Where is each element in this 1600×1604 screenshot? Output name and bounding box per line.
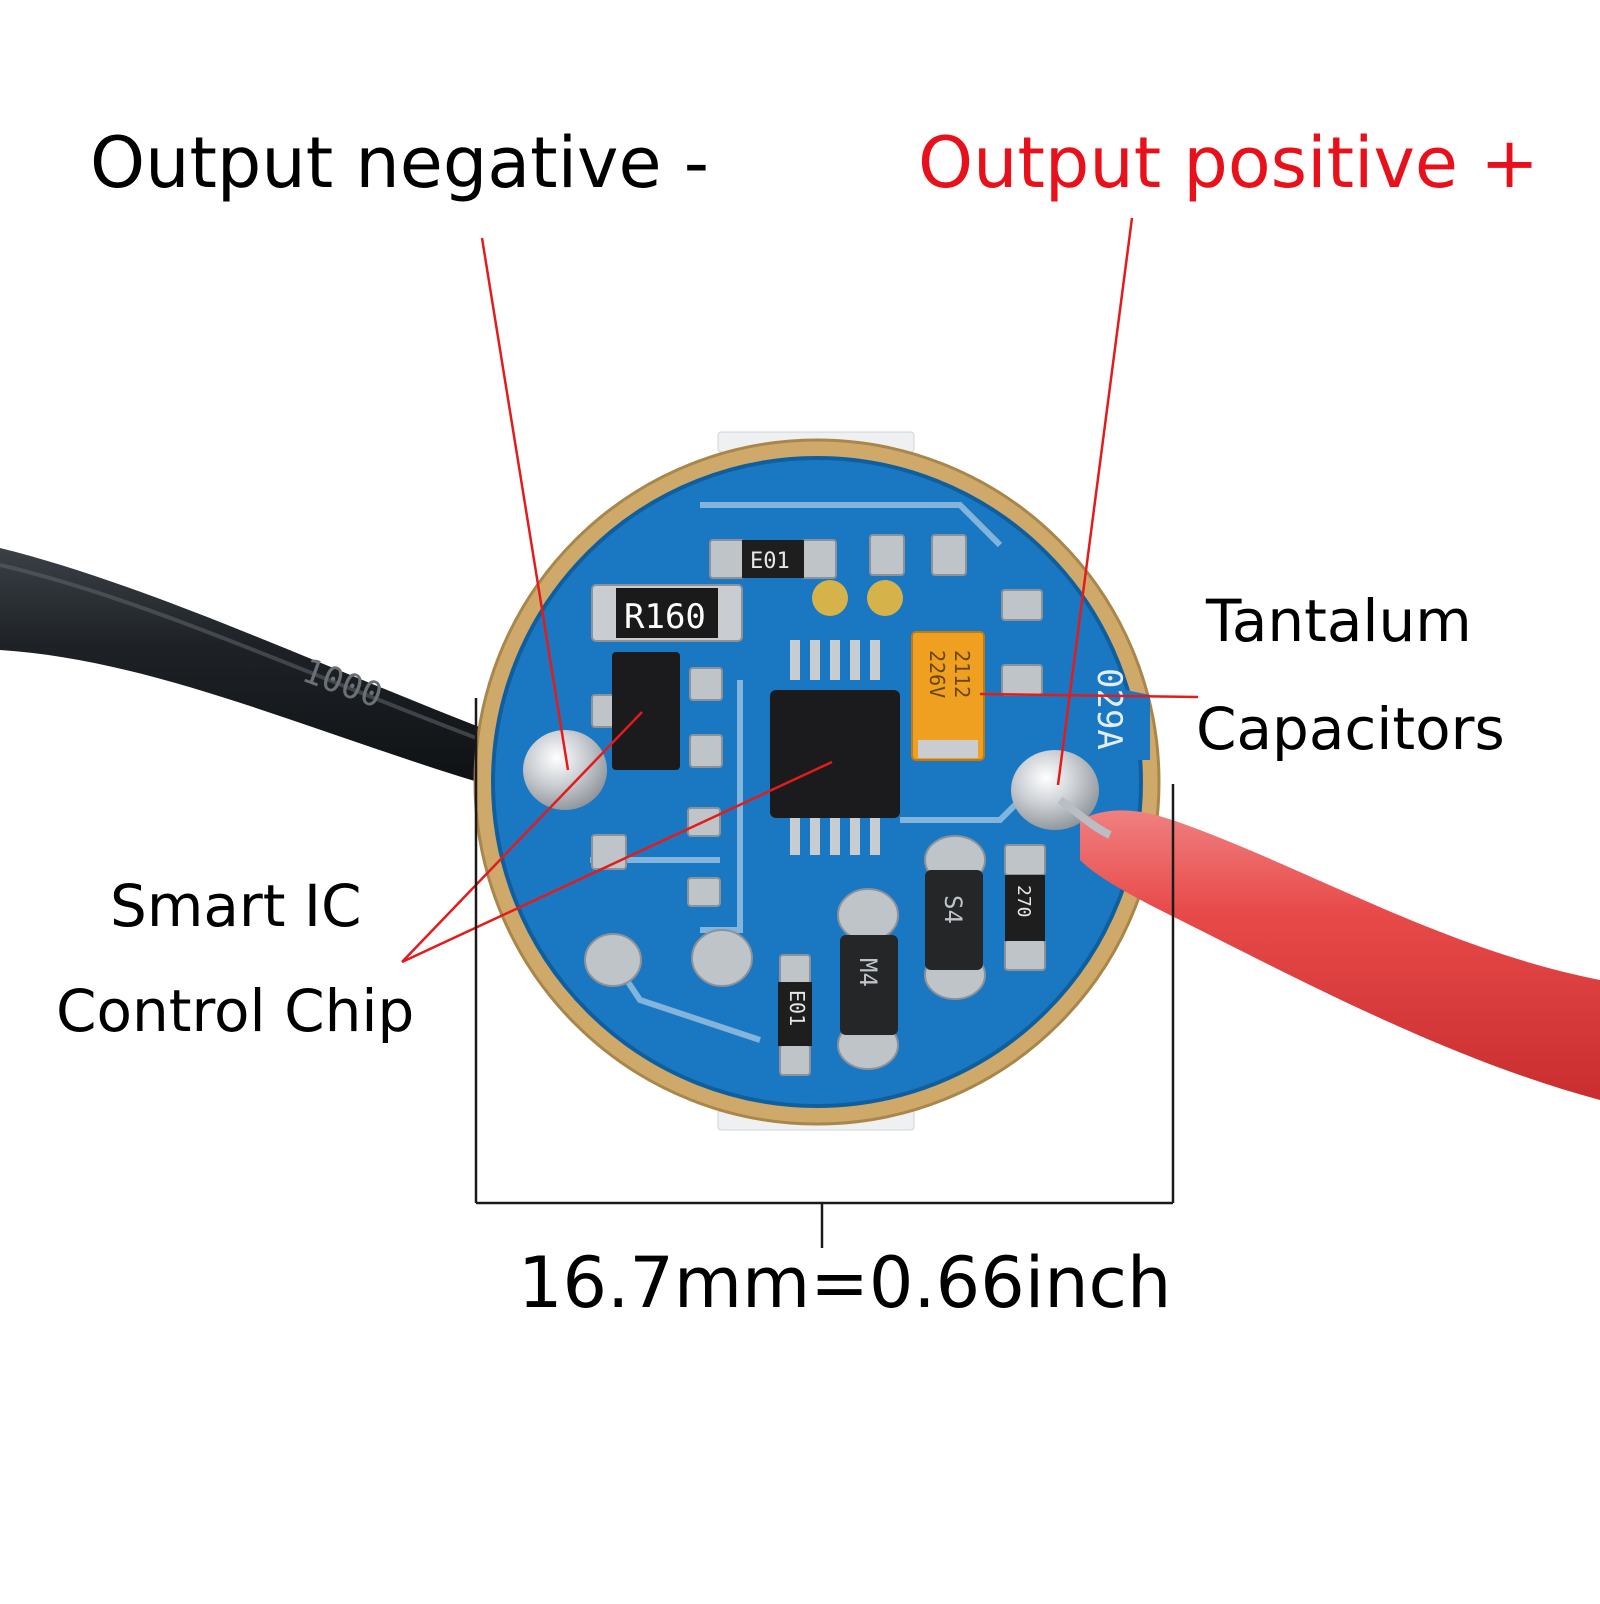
svg-text:029A: 029A (1089, 668, 1129, 750)
pointer-ic-1 (401, 711, 643, 963)
pointer-negative (480, 237, 570, 771)
resistor-bottom: E01 (778, 982, 812, 1046)
mosfet-chip (612, 652, 680, 770)
via-2 (867, 580, 903, 616)
diode-s4: S4 (925, 870, 983, 970)
svg-text:270: 270 (1013, 885, 1034, 918)
label-output-negative: Output negative - (90, 122, 710, 204)
label-output-positive: Output positive + (918, 122, 1539, 204)
pointer-positive (1056, 217, 1134, 786)
svg-text:2112: 2112 (950, 650, 974, 698)
svg-text:E01: E01 (750, 549, 790, 574)
pointer-tantalum (979, 692, 1199, 699)
via-1 (812, 580, 848, 616)
resistor-top: E01 (742, 540, 804, 578)
negative-solder-joint (523, 730, 607, 810)
tantalum-capacitor: 226V 2112 (911, 631, 985, 761)
label-smart-ic-line2: Control Chip (56, 977, 415, 1045)
resistor-270: 270 (1005, 875, 1045, 941)
svg-text:S4: S4 (939, 895, 967, 924)
svg-text:M4: M4 (854, 958, 882, 987)
label-smart-ic-line1: Smart IC (110, 872, 362, 940)
svg-text:226V: 226V (925, 650, 949, 698)
black-wire: 1000 (0, 548, 546, 790)
pointer-ic-2 (401, 760, 833, 964)
red-wire (1057, 796, 1600, 1100)
dimension-bracket (474, 698, 1175, 1248)
smart-ic-chip (770, 640, 900, 855)
label-tantalum-line1: Tantalum (1206, 587, 1472, 655)
svg-text:R160: R160 (624, 597, 706, 637)
resistor-r160: R160 (591, 584, 743, 642)
label-dimension: 16.7mm=0.66inch (518, 1242, 1172, 1324)
diode-m4: M4 (840, 935, 898, 1035)
board-code: 029A (1089, 668, 1129, 750)
label-tantalum-line2: Capacitors (1196, 695, 1505, 763)
svg-text:E01: E01 (785, 990, 809, 1026)
pointer-lines (401, 217, 1199, 964)
